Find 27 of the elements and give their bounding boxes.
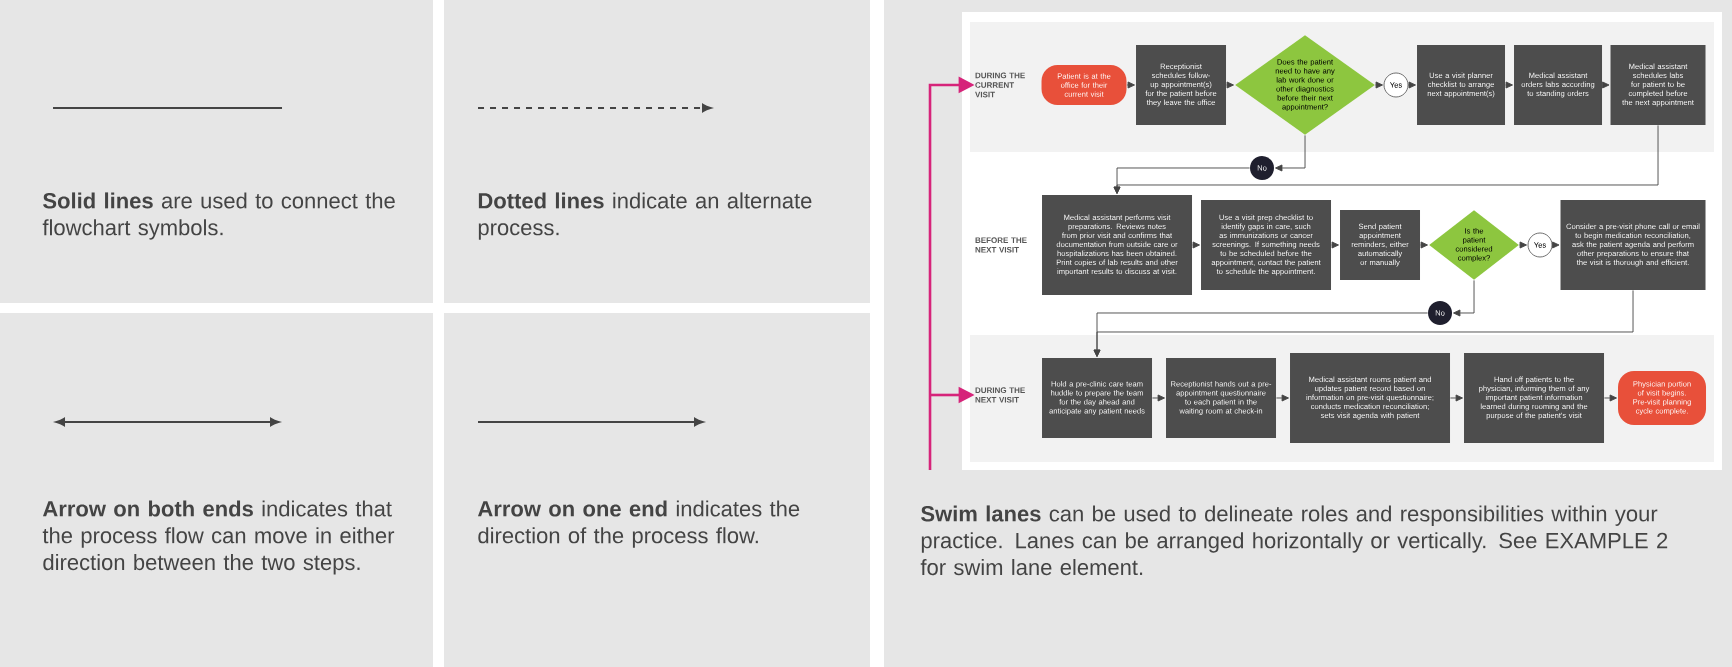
arrow [1225, 81, 1234, 89]
arrow [1374, 81, 1383, 89]
description-text: Swim lanes can be used to delineate roles and responsibilities within your practice. Lanes can be arranged horizontally or vertically. See EXAMPLE 2 for swim lane element. [920, 505, 1668, 576]
lane-label: DURING THE NEXT VISIT [975, 387, 1025, 403]
arrow [1601, 81, 1610, 89]
arrow [1603, 394, 1617, 402]
lane-label: DURING THE CURRENT VISIT [975, 72, 1025, 98]
arrow [1330, 241, 1339, 249]
arrow [1151, 394, 1165, 402]
legend-text: Arrow on both ends indicates that the process flow can move in either direction between the two steps. [42, 500, 395, 575]
legend-text: Arrow on one end indicates the direction of the process flow. [477, 500, 800, 548]
arrow [1275, 134, 1306, 172]
arrow [1407, 81, 1416, 89]
arrow [1191, 241, 1200, 249]
arrow [1093, 289, 1634, 357]
lane-label: BEFORE THE NEXT VISIT [975, 237, 1027, 253]
legend-text: Dotted lines indicate an alternate process. [478, 192, 812, 240]
arrow [1518, 241, 1527, 249]
legend-text: Solid lines are used to connect the flowchart symbols. [42, 192, 395, 240]
arrow [1504, 81, 1513, 89]
arrow [1126, 81, 1135, 89]
arrow [1113, 124, 1659, 194]
arrow [1551, 241, 1560, 249]
arrow [1453, 279, 1475, 317]
arrow [1449, 394, 1463, 402]
arrow [1419, 241, 1428, 249]
arrow [1275, 394, 1289, 402]
